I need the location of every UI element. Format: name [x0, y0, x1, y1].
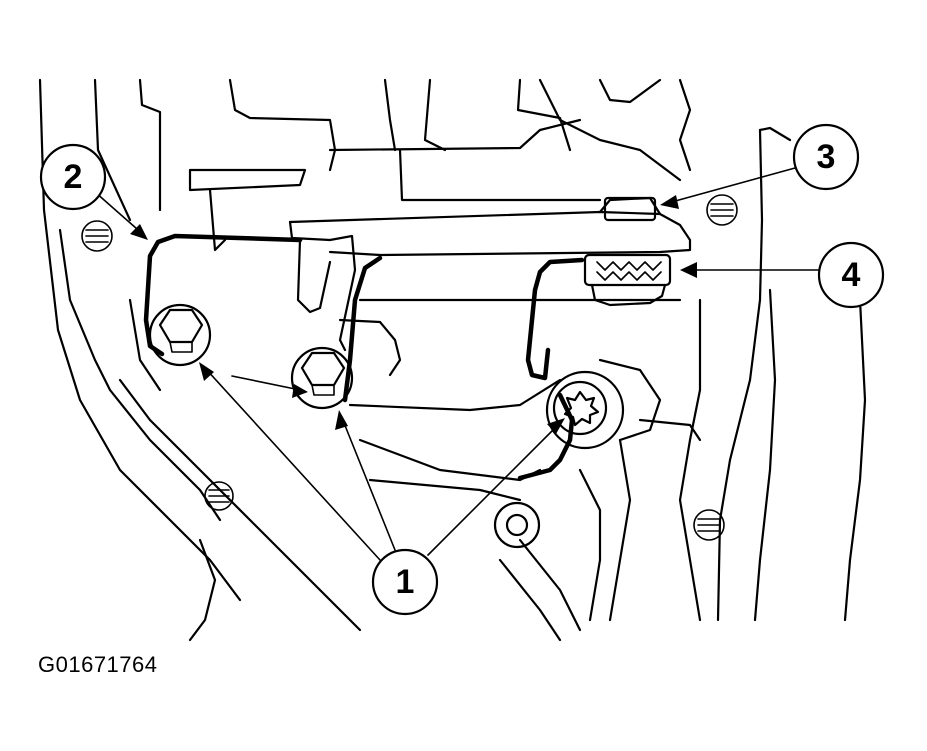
bolt-link-line [231, 375, 301, 391]
callout-3: 3 [792, 123, 860, 191]
arrowhead-2 [130, 224, 148, 240]
background-studs [81, 194, 738, 541]
stud-upper-left [81, 220, 113, 252]
sensor-connector [583, 253, 672, 307]
callout-3-label: 3 [817, 138, 836, 176]
stud-lower-right [693, 509, 725, 541]
callout-1: 1 [371, 548, 439, 616]
stud-lower-left [204, 481, 234, 511]
engine-casting-outline [38, 78, 867, 642]
leader-line-1b [341, 417, 396, 551]
support-bracket [288, 196, 692, 352]
stud-upper-right [706, 194, 738, 226]
arrowhead-4 [680, 262, 697, 278]
leader-line-1c [427, 424, 559, 556]
callout-4-label: 4 [842, 256, 861, 294]
arrowhead-1b [335, 410, 348, 430]
leader-line-3 [667, 167, 796, 204]
arrowhead-3 [660, 195, 679, 209]
bolt-left [148, 303, 212, 367]
bolt-center [290, 346, 354, 410]
arrowhead-1a [199, 362, 214, 381]
leader-line-1a [204, 367, 381, 561]
callout-1-label: 1 [396, 563, 415, 601]
torx-bolt [545, 370, 625, 450]
leader-lines [94, 167, 819, 561]
arrowhead-1c [547, 418, 565, 434]
callout-4: 4 [817, 241, 885, 309]
bolt-link-arrowhead [292, 384, 308, 398]
figure-id-label: G01671764 [38, 652, 158, 677]
callout-2: 2 [39, 143, 107, 211]
callout-2-label: 2 [64, 158, 83, 196]
